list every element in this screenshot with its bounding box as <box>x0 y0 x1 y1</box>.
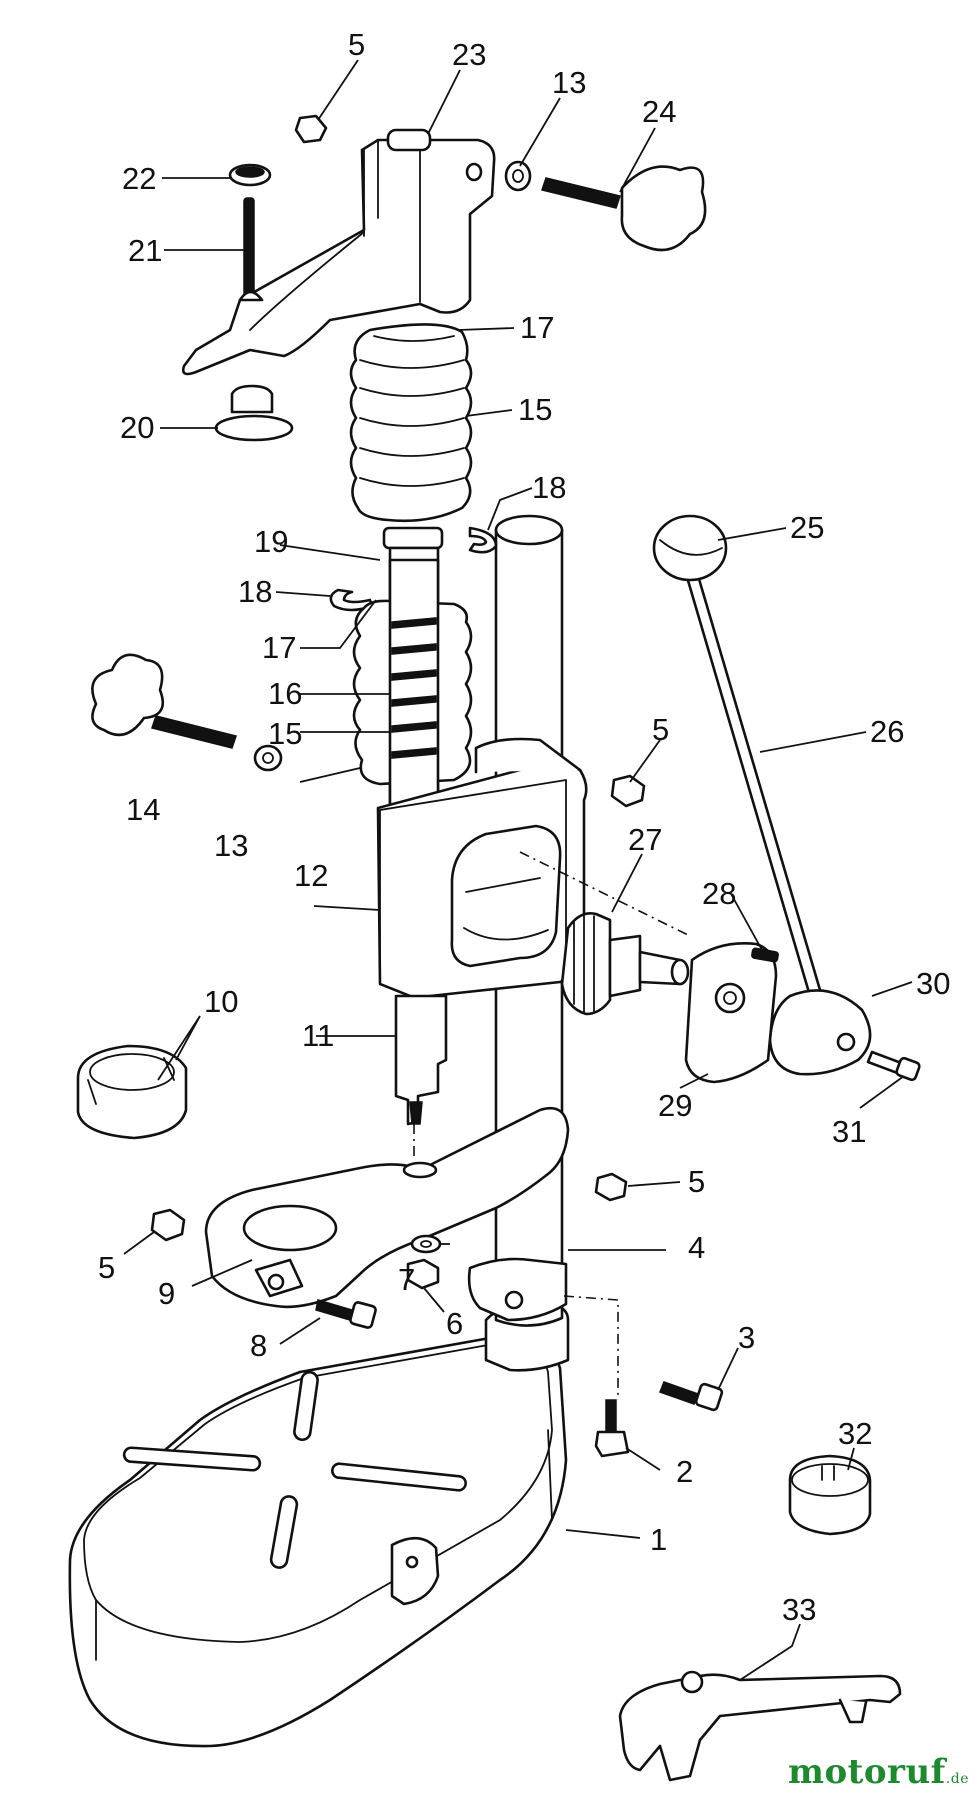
callout-9: 9 <box>158 1276 175 1311</box>
collar-bracket <box>150 1106 724 1458</box>
watermark-brand: motoruf <box>788 1752 946 1792</box>
callout-17: 17 <box>520 310 554 345</box>
callout-15: 15 <box>518 392 552 427</box>
base-plate <box>68 1335 568 1748</box>
callout-6: 6 <box>446 1306 463 1341</box>
upper-bellows <box>349 323 473 523</box>
callout-30: 30 <box>916 966 950 1001</box>
reducer-sleeve <box>788 1454 872 1536</box>
callout-15: 15 <box>268 716 302 751</box>
callout-13: 13 <box>552 65 586 100</box>
leader-lines <box>123 59 913 1681</box>
watermark-suffix: .de <box>945 1771 969 1787</box>
callout-4: 4 <box>688 1230 705 1265</box>
callout-5: 5 <box>98 1250 115 1285</box>
depth-stop <box>618 1670 902 1782</box>
callout-26: 26 <box>870 714 904 749</box>
callout-28: 28 <box>702 876 736 911</box>
callout-18: 18 <box>532 470 566 505</box>
callout-3: 3 <box>738 1320 755 1355</box>
alignment-centerline <box>563 1295 619 1400</box>
lock-screw <box>91 653 283 772</box>
callout-16: 16 <box>268 676 302 711</box>
callout-11: 11 <box>302 1018 334 1053</box>
callout-23: 23 <box>452 37 486 72</box>
callout-25: 25 <box>790 510 824 545</box>
callout-1: 1 <box>650 1522 667 1557</box>
callout-33: 33 <box>782 1592 816 1627</box>
callout-18: 18 <box>238 574 272 609</box>
carriage-block <box>376 737 646 1126</box>
callout-5: 5 <box>688 1164 705 1199</box>
feed-lever <box>652 514 921 1082</box>
callout-20: 20 <box>120 410 154 445</box>
callout-10: 10 <box>204 984 238 1019</box>
callout-2: 2 <box>676 1454 693 1489</box>
callout-31: 31 <box>832 1114 866 1149</box>
lower-bellows <box>352 558 473 812</box>
callout-5: 5 <box>348 27 365 62</box>
callout-22: 22 <box>122 161 156 196</box>
callout-21: 21 <box>128 233 162 268</box>
callout-12: 12 <box>294 858 328 893</box>
motoruf-watermark-logo: motoruf.de <box>788 1752 969 1792</box>
callout-32: 32 <box>838 1416 872 1451</box>
callout-8: 8 <box>250 1328 267 1363</box>
upper-head <box>181 114 707 442</box>
callout-27: 27 <box>628 822 662 857</box>
pinion-assembly <box>560 912 779 1084</box>
callout-13: 13 <box>214 828 248 863</box>
callout-24: 24 <box>642 94 676 129</box>
callout-29: 29 <box>658 1088 692 1123</box>
callout-labels: 5 23 13 24 22 21 17 20 15 18 25 19 18 17… <box>98 27 950 1627</box>
callout-14: 14 <box>126 792 160 827</box>
clamp-ring <box>76 1044 188 1140</box>
callout-17: 17 <box>262 630 296 665</box>
pinion-axis-line <box>519 851 691 937</box>
callout-7: 7 <box>398 1262 415 1297</box>
callout-5: 5 <box>652 712 669 747</box>
callout-19: 19 <box>254 524 288 559</box>
